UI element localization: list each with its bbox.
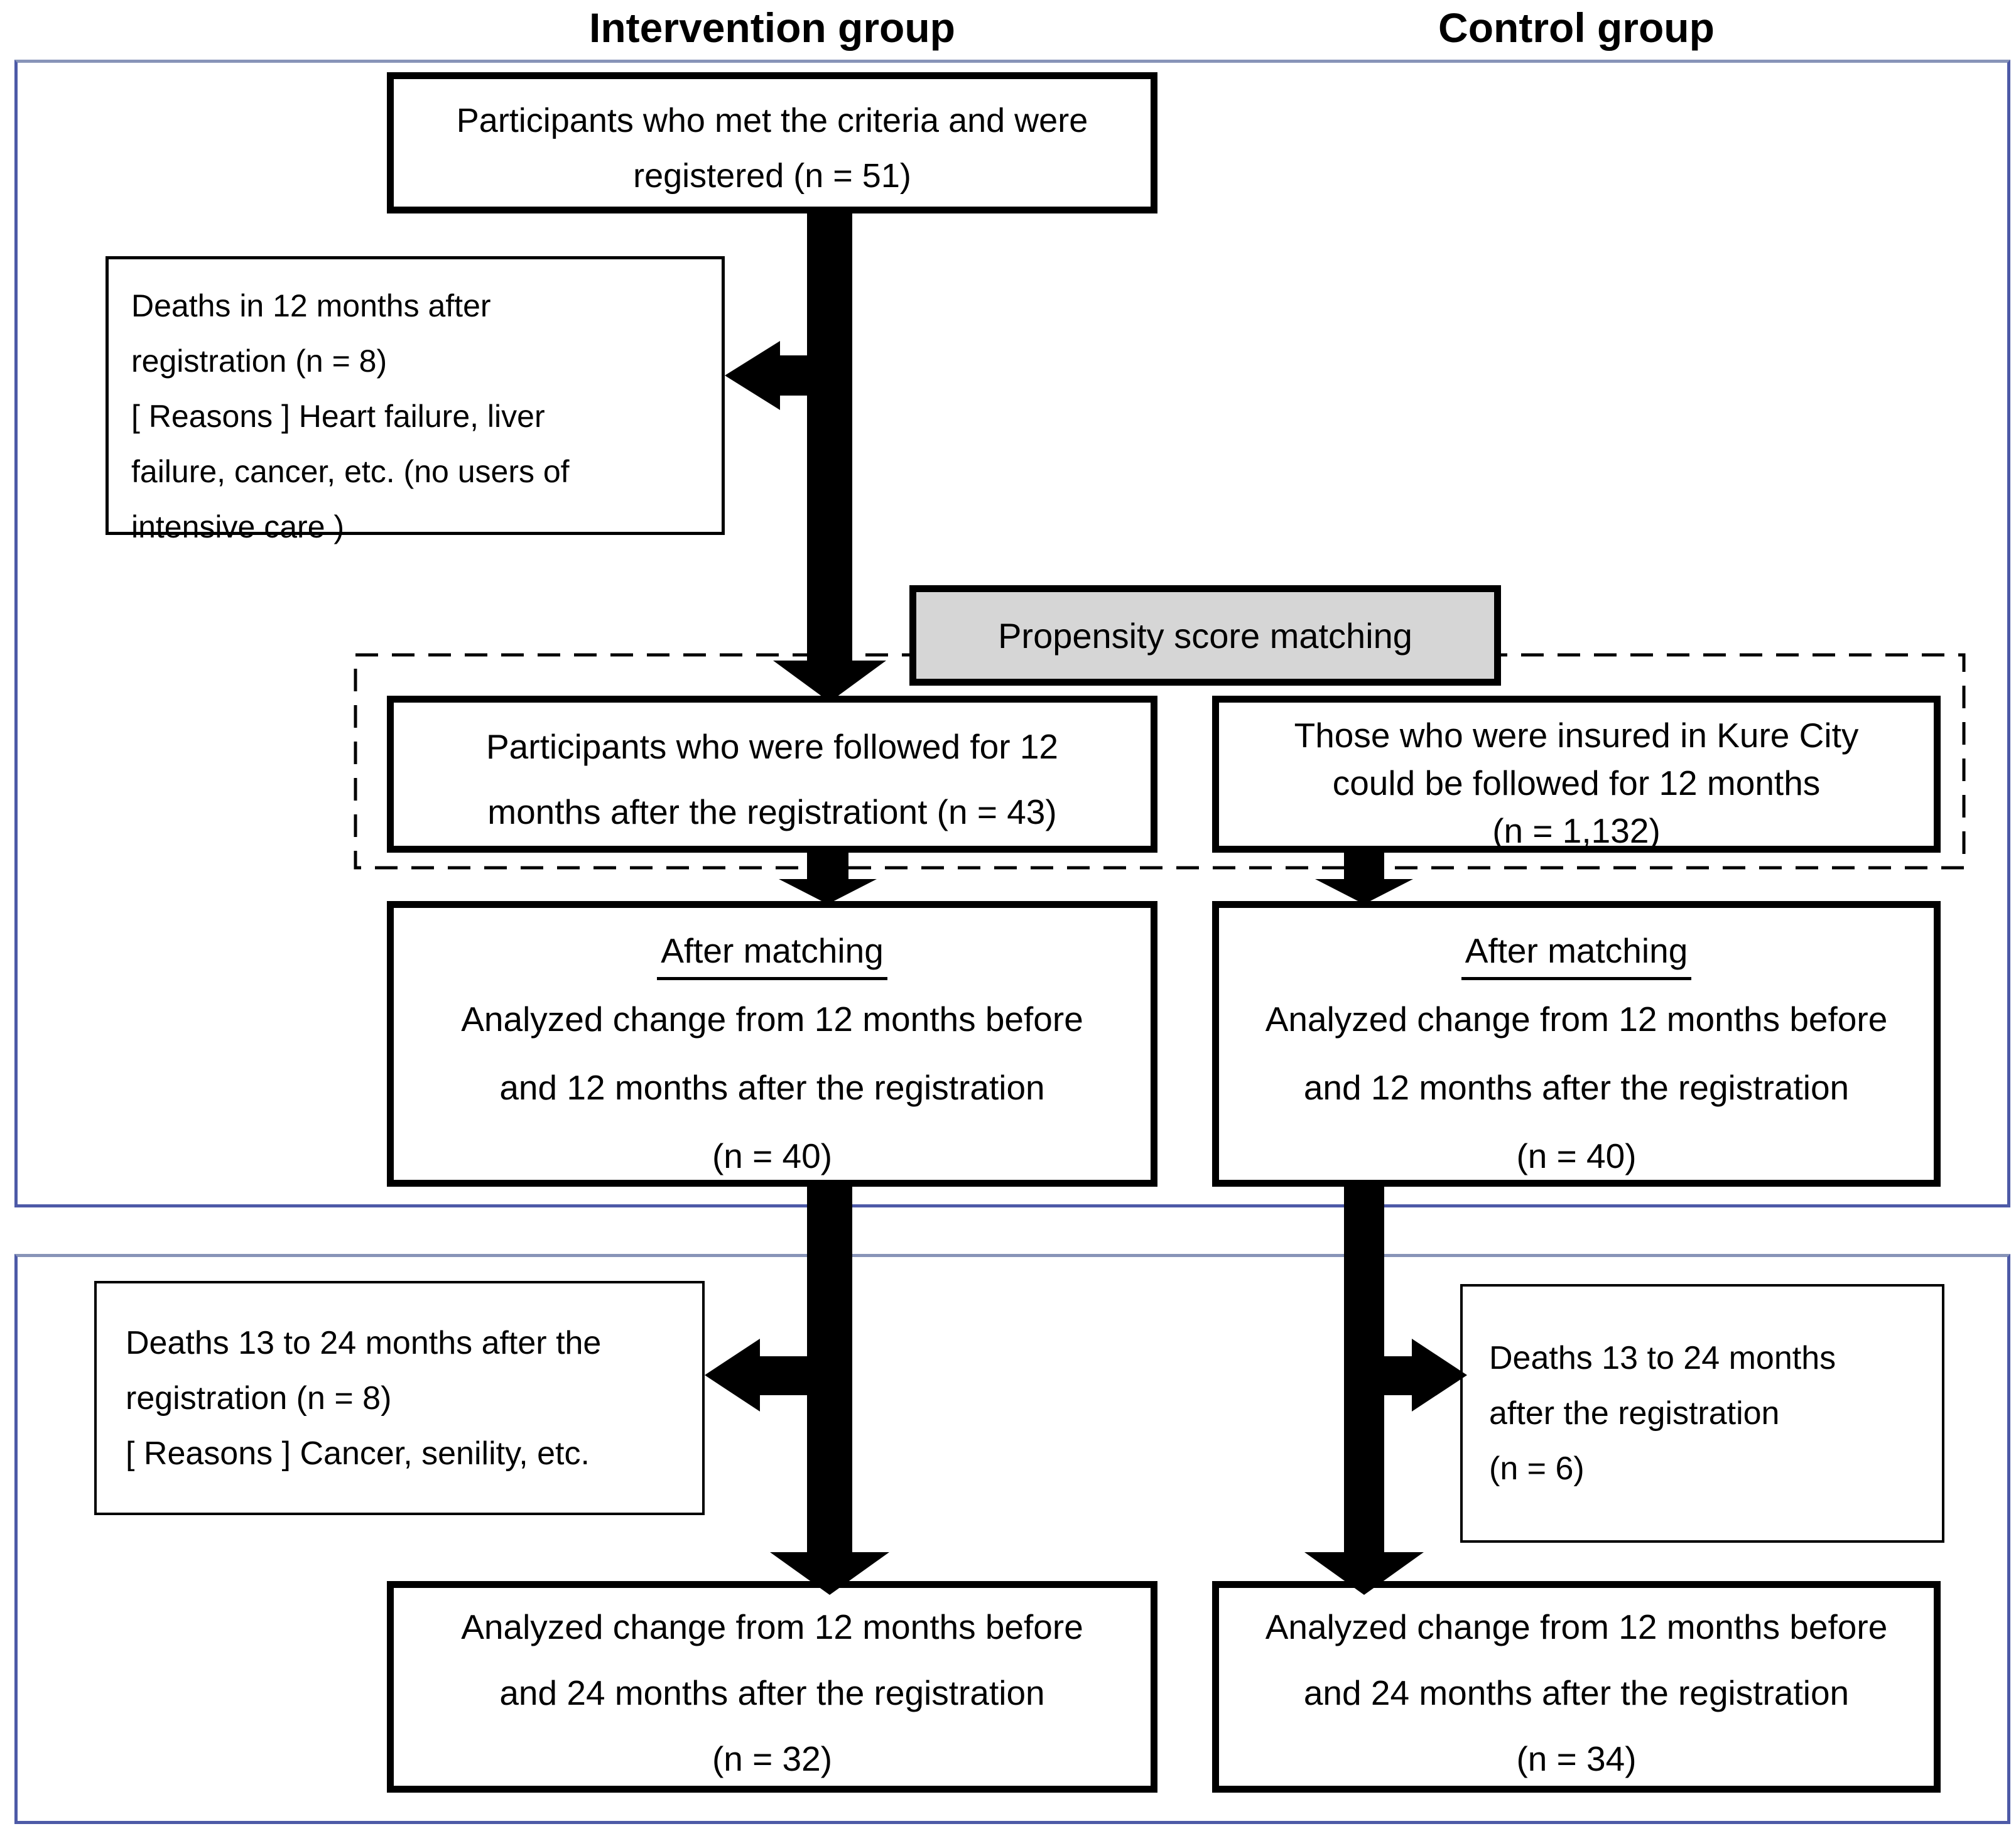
text-line: and 12 months after the registration — [499, 1068, 1045, 1107]
arrow-branch-deaths24-right-head — [1412, 1339, 1467, 1412]
box-followed-12-months: Participants who were followed for 12 mo… — [387, 696, 1157, 853]
text-line: Analyzed change from 12 months before — [1265, 1000, 1888, 1039]
after-matching-heading-text: After matching — [657, 928, 887, 980]
after-matching-heading: After matching — [394, 917, 1151, 985]
arrow-matching-to-final-left-shaft — [807, 1185, 852, 1553]
text-line: Deaths 13 to 24 months after the — [126, 1324, 602, 1361]
after-matching-heading: After matching — [1219, 917, 1934, 985]
text-line: Participants who met the criteria and we… — [456, 102, 1088, 139]
arrow-branch-deaths24-left-shaft — [757, 1356, 810, 1395]
text-line: Analyzed change from 12 months before — [461, 1000, 1083, 1039]
text-line: [ Reasons ] Cancer, senility, etc. — [126, 1435, 590, 1472]
box-deaths-12-months: Deaths in 12 months after registration (… — [106, 256, 725, 544]
text-line: could be followed for 12 months — [1332, 764, 1821, 802]
box-after-matching-intervention: After matching Analyzed change from 12 m… — [387, 901, 1157, 1187]
text-line: Analyzed change from 12 months before — [461, 1607, 1083, 1646]
text-line: Deaths in 12 months after — [131, 288, 491, 323]
arrow-registered-to-followed-shaft — [807, 212, 852, 663]
text-line: (n = 6) — [1489, 1450, 1585, 1487]
arrow-insured-to-matching-shaft — [1344, 851, 1384, 880]
text-line: (n = 1,132) — [1492, 811, 1661, 850]
section-frame-24-months — [14, 1254, 2010, 1824]
text-line: and 24 months after the registration — [1303, 1673, 1850, 1712]
text-line: Those who were insured in Kure City — [1294, 716, 1859, 755]
column-title-intervention: Intervention group — [589, 4, 955, 51]
arrow-branch-deaths24-right-shaft — [1382, 1356, 1414, 1395]
text-line: Participants who were followed for 12 — [485, 727, 1059, 766]
text-line: failure, cancer, etc. (no users of — [131, 454, 570, 489]
column-title-control: Control group — [1438, 4, 1715, 51]
text-line: (n = 40) — [712, 1136, 833, 1175]
text-line: and 24 months after the registration — [499, 1673, 1045, 1712]
box-deaths-13-24-intervention: Deaths 13 to 24 months after the registr… — [94, 1281, 705, 1515]
text-line: registered (n = 51) — [633, 157, 911, 195]
text-line: intensive care ) — [131, 509, 345, 544]
arrow-matching-to-final-left-head — [770, 1552, 889, 1595]
text-line: Analyzed change from 12 months before — [1265, 1607, 1888, 1646]
box-registered-participants: Participants who met the criteria and we… — [387, 72, 1157, 213]
text-line: after the registration — [1489, 1395, 1780, 1432]
box-propensity-score-matching: Propensity score matching — [909, 585, 1501, 686]
arrow-branch-deaths12-head — [725, 341, 780, 410]
box-deaths-13-24-control: Deaths 13 to 24 months after the registr… — [1460, 1284, 1944, 1543]
text-line: (n = 32) — [712, 1739, 833, 1778]
text-line: months after the registrationt (n = 43) — [487, 792, 1057, 831]
arrow-followed-to-matching-head — [779, 879, 877, 904]
text-line: (n = 34) — [1516, 1739, 1637, 1778]
after-matching-heading-text: After matching — [1461, 928, 1692, 980]
text-line: registration (n = 8) — [126, 1379, 392, 1417]
arrow-matching-to-final-right-head — [1304, 1552, 1424, 1595]
arrow-followed-to-matching-shaft — [807, 851, 848, 880]
arrow-branch-deaths24-left-head — [705, 1339, 760, 1412]
arrow-matching-to-final-right-shaft — [1344, 1185, 1384, 1553]
box-analyzed-24-months-control: Analyzed change from 12 months before an… — [1212, 1581, 1941, 1793]
section-frame-12-months — [14, 60, 2010, 1207]
text-line: Deaths 13 to 24 months — [1489, 1340, 1836, 1376]
box-after-matching-control: After matching Analyzed change from 12 m… — [1212, 901, 1941, 1187]
text-line: (n = 40) — [1516, 1136, 1637, 1175]
text-line: and 12 months after the registration — [1303, 1068, 1850, 1107]
box-analyzed-24-months-intervention: Analyzed change from 12 months before an… — [387, 1581, 1157, 1793]
arrow-insured-to-matching-head — [1315, 879, 1413, 904]
arrow-registered-to-followed-head — [773, 661, 886, 702]
arrow-branch-deaths12-shaft — [778, 355, 821, 396]
text-line: registration (n = 8) — [131, 343, 387, 379]
propensity-label: Propensity score matching — [998, 615, 1412, 656]
text-line: [ Reasons ] Heart failure, liver — [131, 399, 545, 434]
box-insured-kure-city: Those who were insured in Kure City coul… — [1212, 696, 1941, 853]
